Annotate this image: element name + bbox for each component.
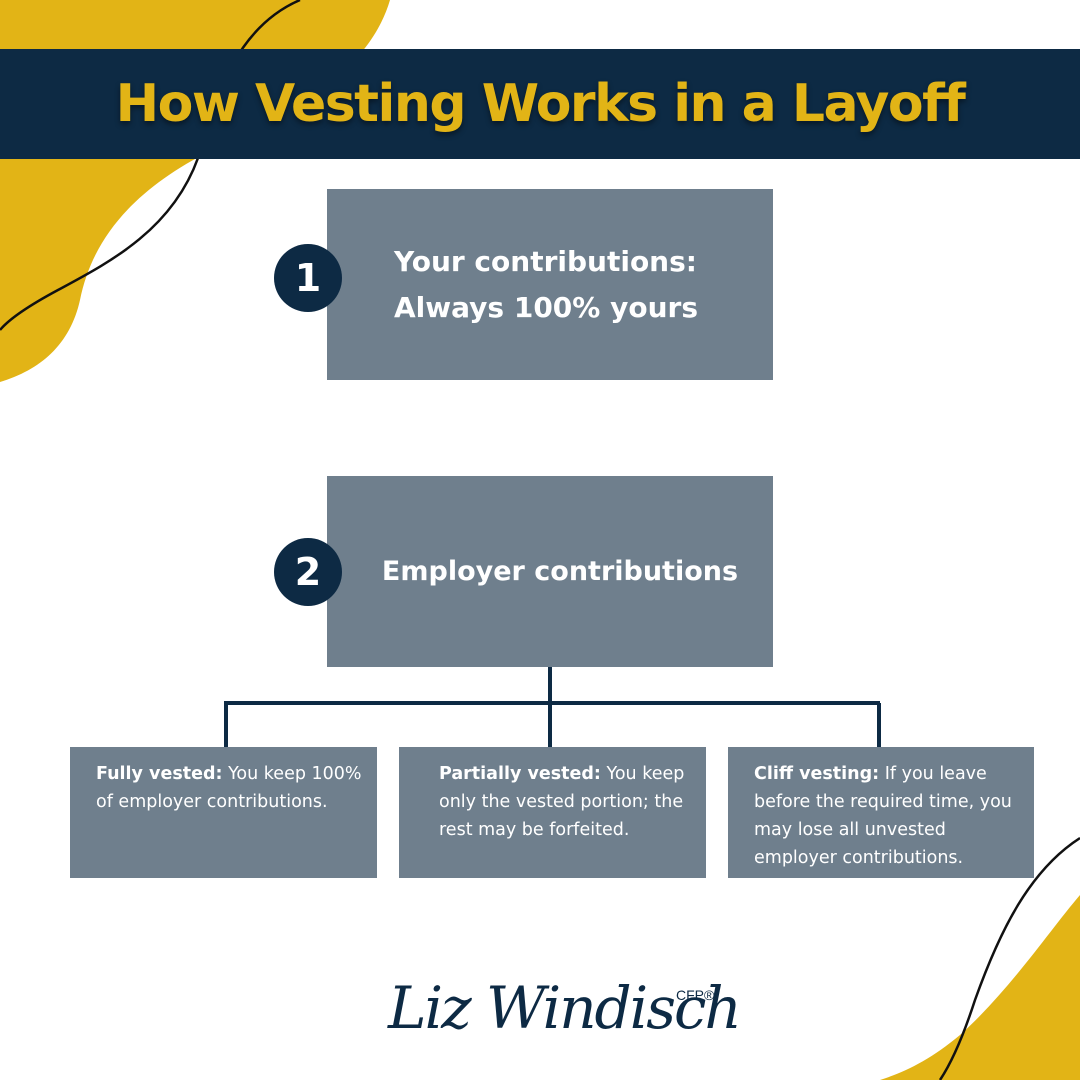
logo-signature-text: Liz Windisch <box>387 974 740 1042</box>
page-title: How Vesting Works in a Layoff <box>115 74 966 134</box>
outcome-term: Fully vested: <box>96 764 223 784</box>
step-1-line-2: Always 100% yours <box>394 291 698 324</box>
liz-windisch-signature-logo: Liz Windisch CFP® <box>387 974 740 1042</box>
step-2-label: Employer contributions <box>381 556 739 587</box>
outcome-partially-vested: Partially vested: You keep only the vest… <box>399 747 706 878</box>
title-banner: How Vesting Works in a Layoff <box>0 49 1080 159</box>
logo-credential: CFP® <box>676 987 715 1003</box>
outcome-text: You keep 100% of employer contributions. <box>96 764 362 812</box>
outcome-cliff-vesting: Cliff vesting: If you leave before the r… <box>728 747 1034 878</box>
step-1-number-badge: 1 <box>274 244 342 312</box>
bottom-right-curve-line <box>938 836 1080 1080</box>
outcome-text: If you leave before the required time, y… <box>754 764 1012 868</box>
outcome-term: Cliff vesting: <box>754 764 880 784</box>
outcome-fully-vested: Fully vested: You keep 100% of employer … <box>70 747 377 878</box>
step-1-line-1: Your contributions: <box>394 245 697 278</box>
step-1-box: Your contributions: Always 100% yours <box>327 189 773 380</box>
bottom-right-gold-blob <box>880 895 1080 1080</box>
step-2-box: Employer contributions <box>327 476 773 667</box>
outcome-term: Partially vested: <box>439 764 601 784</box>
outcome-text: You keep only the vested portion; the re… <box>439 764 685 840</box>
step-2-number-badge: 2 <box>274 538 342 606</box>
